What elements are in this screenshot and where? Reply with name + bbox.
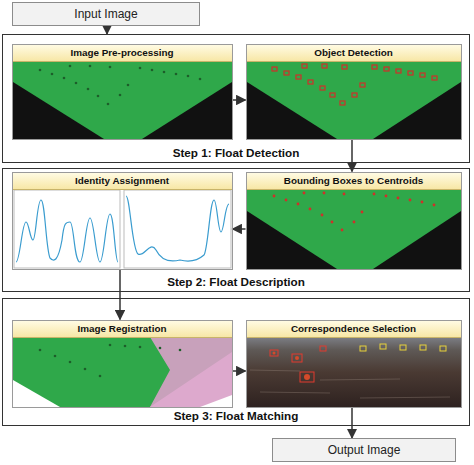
flow-arrow	[351, 140, 353, 172]
step-band: Step 1: Float Detection Image Pre-process…	[2, 34, 470, 163]
detection-image	[247, 61, 461, 139]
panel-heading: Object Detection	[247, 45, 461, 62]
box-label: Output Image	[328, 443, 401, 457]
panel-heading: Image Pre-processing	[13, 45, 232, 62]
step-heading: Step 1: Float Detection	[3, 146, 469, 159]
panel-heading: Correspondence Selection	[247, 321, 461, 338]
step-heading: Step 2: Float Description	[3, 275, 469, 288]
step-panel: Correspondence Selection	[246, 320, 462, 408]
flow-arrow	[351, 408, 353, 439]
flow-arrow	[119, 270, 121, 320]
sonar-image	[13, 61, 232, 139]
step-panel: Object Detection	[246, 44, 462, 140]
panel-heading: Image Registration	[13, 321, 232, 338]
terminal-box: Output Image	[272, 438, 456, 462]
step-band: Step 3: Float Matching Image Registration…	[2, 298, 470, 426]
flow-arrow	[233, 228, 246, 230]
step-panel: Identity Assignment	[12, 172, 233, 270]
panel-heading: Bounding Boxes to Centroids	[247, 173, 461, 190]
registration-image	[13, 337, 232, 407]
signal-plots	[14, 190, 231, 268]
terminal-box: Input Image	[12, 2, 200, 26]
flow-arrow	[233, 99, 246, 101]
flow-arrow	[106, 26, 108, 34]
flow-arrow	[233, 370, 246, 372]
step-panel: Image Pre-processing	[12, 44, 233, 140]
step-heading: Step 3: Float Matching	[3, 409, 469, 422]
step-panel: Image Registration	[12, 320, 233, 408]
box-label: Input Image	[74, 7, 137, 21]
water-photo	[247, 337, 461, 407]
panel-heading: Identity Assignment	[13, 173, 232, 190]
centroid-image	[247, 189, 461, 269]
step-band: Step 2: Float Description Identity Assign…	[2, 168, 470, 292]
step-panel: Bounding Boxes to Centroids	[246, 172, 462, 270]
